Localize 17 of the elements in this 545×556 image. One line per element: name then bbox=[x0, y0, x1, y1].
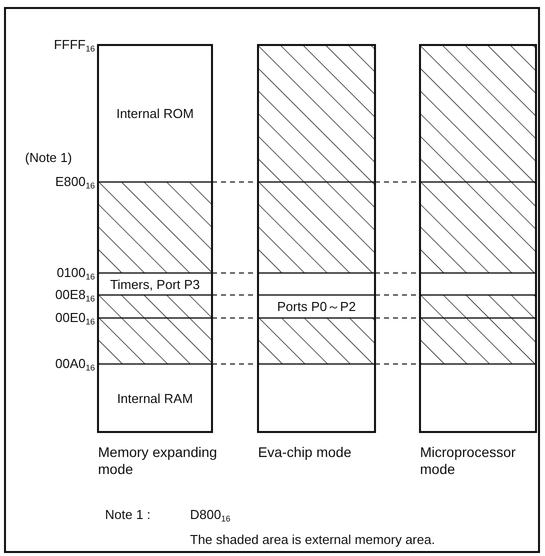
note-text: The shaded area is external memory area. bbox=[190, 533, 435, 546]
address-label: 0100$_{16}$ bbox=[56, 266, 95, 281]
address-label: 00E0$_{16}$ bbox=[55, 311, 95, 326]
address-label: 00A0$_{16}$ bbox=[55, 357, 95, 372]
memory-region-label: Timers, Port P3 bbox=[110, 276, 200, 292]
memory-region-label: Internal ROM bbox=[116, 106, 194, 121]
address-label: E800$_{16}$ bbox=[55, 175, 95, 190]
mode-caption: Microprocessor mode bbox=[420, 444, 517, 478]
memory-region-label: Ports P0～P2 bbox=[277, 298, 356, 316]
mode-caption: Memory expanding mode bbox=[98, 444, 218, 478]
address-label: FFFF$_{16}$ bbox=[54, 38, 95, 53]
note-text: D800$_{16}$ bbox=[190, 508, 230, 523]
memory-region-label: Internal RAM bbox=[117, 390, 193, 406]
note-label: Note 1 : bbox=[105, 508, 151, 521]
mode-caption: Eva-chip mode bbox=[258, 444, 352, 461]
address-label: 00E8$_{16}$ bbox=[55, 288, 95, 303]
note-reference: (Note 1) bbox=[25, 151, 72, 164]
